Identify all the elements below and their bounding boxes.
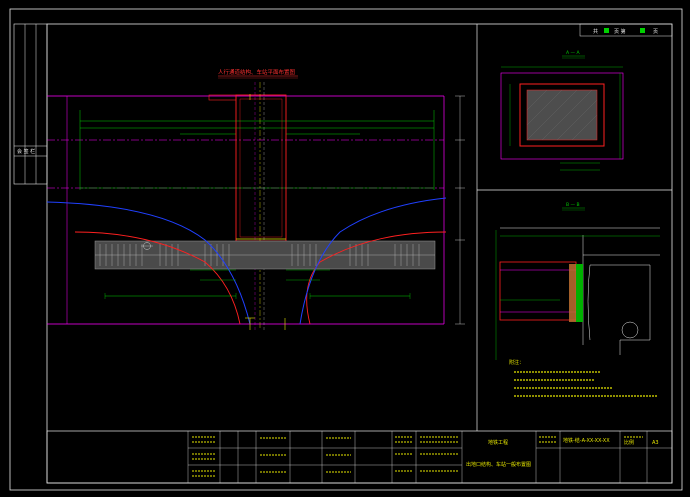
project-name: 地铁工程 (488, 439, 508, 446)
drawing-name: 出地口结构、车站一般布置图 (466, 461, 531, 468)
section-a-view: A — A (500, 50, 624, 171)
notes-header: 附注： (509, 359, 524, 366)
sheet-marker-middle: 页 第 (614, 28, 626, 35)
notes-block: 附注： (509, 359, 658, 397)
title-block: 地铁工程 出地口结构、车站一般布置图 地铁-结-A-XX-XX-XX 比例 A3 (46, 430, 673, 484)
sheet-scale: 比例 (624, 439, 634, 446)
sheet-marker-suffix: 页 (653, 29, 658, 35)
plan-view: 人行通道结构、车站平面布置图 (46, 68, 465, 330)
sheet-frame (9, 8, 683, 491)
section-b-view: B — B (495, 202, 660, 360)
section-a-title: A — A (566, 50, 580, 56)
section-b-title: B — B (566, 202, 580, 208)
sheet-marker-prefix: 共 (593, 28, 598, 35)
drawing-number: 地铁-结-A-XX-XX-XX (563, 437, 610, 444)
sheet-size: A3 (652, 440, 659, 446)
plan-view-title: 人行通道结构、车站平面布置图 (218, 68, 296, 76)
sheet-marker: 共 页 第 页 (579, 23, 673, 37)
binding-strip-label: 会 签 栏 (17, 148, 35, 155)
binding-strip: 会 签 栏 (13, 23, 48, 185)
